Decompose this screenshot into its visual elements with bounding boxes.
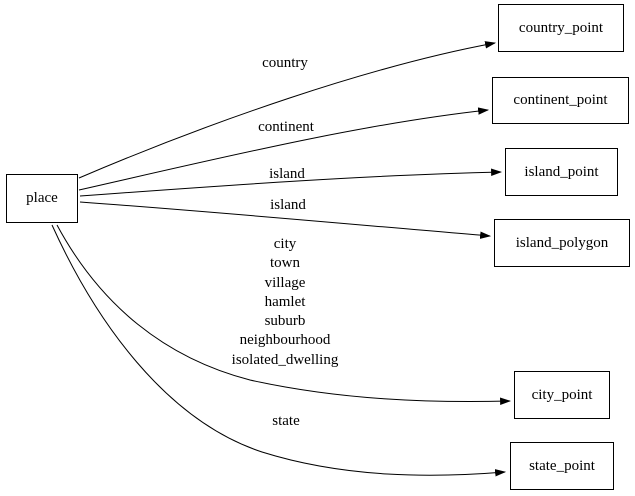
edge-label-suburb: suburb [264,313,306,330]
edge-label-village: village [264,274,306,291]
edge-label-continent: continent [258,119,314,135]
node-island-point: island_point [505,148,618,196]
node-place-label: place [26,190,58,206]
node-island-polygon-label: island_polygon [515,234,609,251]
node-island-point-label: island_point [524,163,599,180]
edge-label-country: country [262,55,308,71]
node-continent-point: continent_point [492,77,629,124]
edge-place-island-polygon [79,201,492,239]
node-place: place [6,174,78,223]
edge-label-neighbourhood: neighbourhood [239,332,331,349]
edge-label-city-group: city town village hamlet suburb neighbou… [232,235,339,370]
node-continent-point-label: continent_point [513,92,608,108]
node-city-point-label: city_point [531,386,593,403]
edge-label-isolated-dwelling: isolated_dwelling [231,351,339,368]
edge-place-island-point [79,168,503,197]
edge-label-state: state [272,413,300,429]
edge-place-country-point [78,41,497,179]
edge-label-city: city [273,236,297,252]
edge-place-state-point [51,224,507,477]
node-island-polygon: island_polygon [494,219,630,267]
node-country-point-label: country_point [518,19,604,36]
edge-label-hamlet: hamlet [264,293,306,310]
node-state-point-label: state_point [529,457,595,474]
node-country-point: country_point [498,4,624,52]
edge-label-island-polygon: island [270,197,306,213]
node-state-point: state_point [510,442,614,490]
node-city-point: city_point [514,371,610,419]
edge-label-island-point: island [269,166,305,182]
edge-place-continent-point [78,107,490,191]
edge-place-city-point [56,224,512,405]
edge-label-town: town [270,255,300,272]
